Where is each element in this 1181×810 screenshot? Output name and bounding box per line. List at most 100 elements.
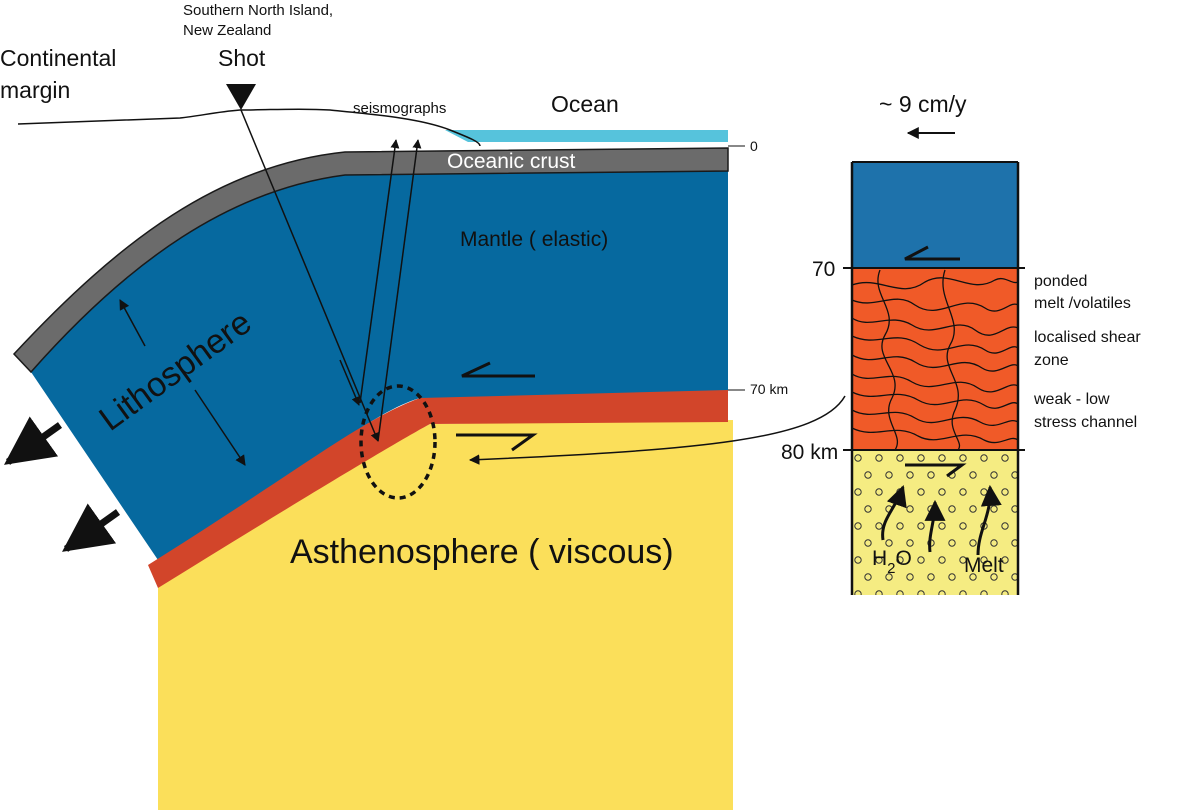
slab-pull-arrow-2 (62, 503, 121, 552)
bubble (854, 590, 862, 595)
shear-arrow-upper (461, 361, 535, 378)
bubble (948, 573, 956, 581)
h2o-h: H (872, 547, 887, 570)
bubble (906, 539, 914, 547)
bubble (959, 488, 967, 496)
bubble (959, 454, 967, 462)
bubble (1011, 573, 1018, 581)
bubble (959, 590, 967, 595)
bubble (927, 471, 935, 479)
location-label-line2: New Zealand (183, 22, 271, 39)
bubble (864, 573, 872, 581)
column-80km-label: 80 km (781, 441, 838, 464)
column-shear-arrow-lower (905, 463, 967, 478)
bubble (938, 522, 946, 530)
bubble (885, 539, 893, 547)
fluid-arrow-1 (881, 485, 907, 541)
depth-70km-label: 70 km (750, 381, 788, 397)
depth-0-label: 0 (750, 138, 758, 154)
melt-label: Melt (964, 554, 1004, 577)
bubble (854, 556, 862, 564)
bubble (938, 590, 946, 595)
bubble (969, 471, 977, 479)
ray-down (240, 109, 380, 442)
bubble (864, 505, 872, 513)
mantle-lithosphere (31, 171, 728, 560)
bubble (917, 556, 925, 564)
shot-label: Shot (218, 45, 266, 71)
column-mantle (852, 162, 1018, 268)
bubble (906, 471, 914, 479)
shear-arrow-lower (456, 433, 538, 452)
bubble (906, 573, 914, 581)
ocean-label: Ocean (551, 91, 619, 117)
bubble (854, 522, 862, 530)
shear-zone-label-line1: localised shear (1034, 329, 1141, 346)
fluid-arrow-2 (924, 499, 946, 553)
ocean-water (445, 130, 728, 142)
seismographs-label: seismographs (353, 100, 446, 117)
bubble (896, 454, 904, 462)
bubble (959, 522, 967, 530)
ponded-label-line2: melt /volatiles (1034, 295, 1131, 312)
shear-swirl-lines (852, 269, 1018, 450)
bubble (917, 590, 925, 595)
bubble (885, 471, 893, 479)
bubble (1001, 454, 1009, 462)
h2o-label: H2O (872, 547, 912, 577)
bubble (969, 539, 977, 547)
bubble (980, 454, 988, 462)
bubble (875, 454, 883, 462)
location-label-line1: Southern North Island, (183, 2, 333, 19)
bubble (875, 590, 883, 595)
bubble (969, 505, 977, 513)
connector-arrow (468, 395, 846, 465)
lithosphere-up-arrow (119, 299, 146, 347)
slab-pull-arrow-1 (4, 416, 63, 465)
bubble (854, 454, 862, 462)
ray-reflected-2 (377, 139, 422, 442)
h2o-o: O (896, 547, 912, 570)
oceanic-crust (12, 147, 729, 374)
lithosphere-down-arrow (194, 389, 246, 466)
bubble (906, 505, 914, 513)
bubble (990, 471, 998, 479)
bubble (917, 454, 925, 462)
shear-zone-band (148, 390, 728, 588)
bubble (938, 454, 946, 462)
column-70-label: 70 (812, 258, 835, 281)
rate-label: ~ 9 cm/y (879, 91, 967, 117)
bubble (917, 522, 925, 530)
fluid-arrow-3 (976, 484, 1002, 556)
mantle-label: Mantle ( elastic) (460, 228, 608, 251)
ponded-label-line1: ponded (1034, 273, 1087, 290)
bubble (990, 539, 998, 547)
asthenosphere-region (158, 420, 733, 810)
bubble (948, 539, 956, 547)
shot-marker-icon (226, 84, 256, 110)
ray-reflected-1 (359, 139, 400, 404)
bubble (969, 573, 977, 581)
bubble (927, 573, 935, 581)
bubble (885, 573, 893, 581)
focus-ellipse (359, 384, 437, 500)
ray-incident-arrow (339, 359, 360, 406)
continental-margin-label-line1: Continental (0, 45, 116, 71)
bubble (864, 471, 872, 479)
bubble (1001, 556, 1009, 564)
h2o-subscript: 2 (887, 560, 895, 577)
bubble (896, 590, 904, 595)
bubble (875, 488, 883, 496)
bubble (917, 488, 925, 496)
column-shear-arrow-upper (904, 245, 960, 261)
oceanic-crust-label: Oceanic crust (447, 150, 576, 173)
bubble (938, 556, 946, 564)
bubble (980, 556, 988, 564)
land-surface-line (17, 108, 481, 147)
channel-label-line1: weak - low (1033, 391, 1110, 408)
bubble (1011, 471, 1018, 479)
channel-label-line2: stress channel (1034, 414, 1137, 431)
bubble (1001, 590, 1009, 595)
continental-margin-label-line2: margin (0, 77, 70, 103)
